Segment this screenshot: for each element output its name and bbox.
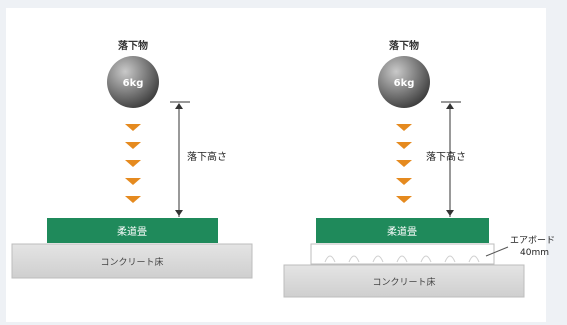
left-ball-weight: 6kg	[123, 78, 144, 89]
left-tatami-label: 柔道畳	[117, 225, 147, 238]
left-drop-arrow-4	[125, 178, 141, 185]
right-height-label: 落下高さ	[426, 150, 466, 163]
right-drop-arrow-1	[396, 124, 412, 131]
right-drop-arrow-4	[396, 178, 412, 185]
right-tatami-label: 柔道畳	[387, 225, 417, 238]
air-board-leader-line	[485, 246, 509, 257]
left-height-dimension	[170, 101, 190, 217]
right-ball-weight: 6kg	[394, 78, 415, 89]
left-height-label: 落下高さ	[187, 150, 227, 163]
right-drop-arrow-3	[396, 160, 412, 167]
right-drop-arrow-2	[396, 142, 412, 149]
left-setup: 落下物 6kg 落下高さ 柔道畳 コンクリート床	[11, 39, 253, 279]
air-board	[310, 243, 495, 265]
left-ball-caption: 落下物	[118, 39, 148, 52]
right-falling-ball	[378, 56, 430, 108]
right-setup: 落下物 6kg 落下高さ 柔道畳 エアボード 40mm	[283, 39, 555, 298]
right-drop-arrow-5	[396, 196, 412, 203]
left-concrete-floor	[11, 243, 253, 279]
left-judo-tatami	[47, 218, 218, 243]
left-drop-arrow-2	[125, 142, 141, 149]
right-floor-label: コンクリート床	[372, 276, 435, 288]
left-drop-arrow-5	[125, 196, 141, 203]
left-floor-label: コンクリート床	[100, 256, 163, 268]
left-falling-ball	[107, 56, 159, 108]
left-drop-arrow-3	[125, 160, 141, 167]
right-ball-caption: 落下物	[389, 39, 419, 52]
left-drop-arrow-1	[125, 124, 141, 131]
right-concrete-floor	[283, 264, 525, 298]
right-judo-tatami	[316, 218, 489, 243]
air-board-size: 40mm	[520, 248, 549, 258]
right-height-dimension	[441, 101, 461, 217]
air-board-cells	[324, 255, 480, 263]
air-board-label: エアボード	[510, 235, 555, 246]
